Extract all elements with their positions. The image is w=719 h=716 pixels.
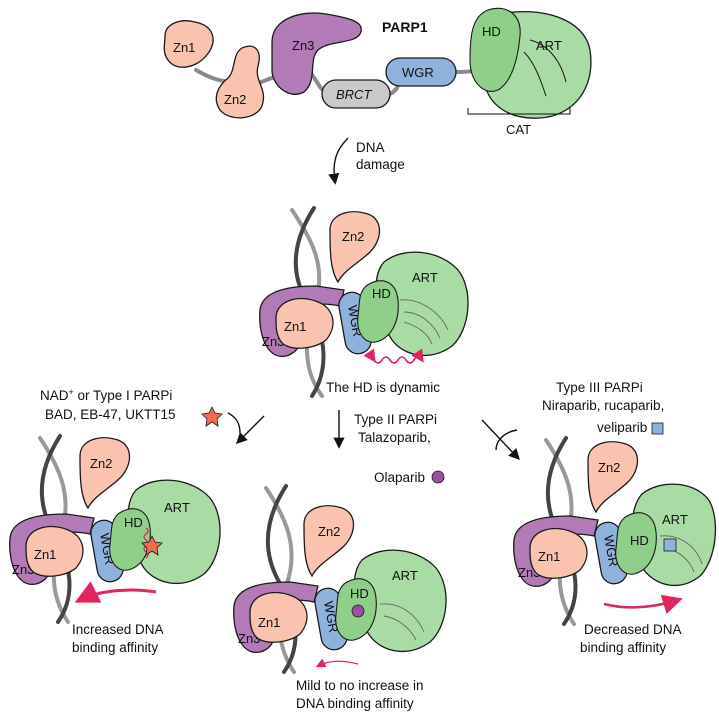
- right-branch-line1: Type III PARPi: [556, 380, 643, 395]
- zn3-domain: [271, 12, 362, 95]
- hd-label-left: HD: [124, 515, 143, 530]
- wgr-domain: [385, 57, 457, 87]
- zn1-label: Zn1: [173, 40, 195, 55]
- type3-square-icon: [651, 422, 664, 435]
- zn1-label-left: Zn1: [34, 547, 56, 562]
- hd-label-mid: HD: [372, 286, 391, 301]
- hd-dynamic-caption: The HD is dynamic: [326, 380, 440, 395]
- dna-damage-arrow: DNA damage: [328, 137, 405, 185]
- dna-damage-line1: DNA: [356, 140, 385, 155]
- type2-circle-in-pocket-icon: [351, 604, 365, 618]
- cat-label: CAT: [506, 122, 531, 137]
- left-branch-text: NAD+ or Type I PARPi BAD, EB-47, UKTT15: [40, 387, 223, 427]
- branch-arrows: [227, 410, 520, 461]
- type3-square-in-pocket-icon: [663, 538, 677, 552]
- brct-label: BRCT: [336, 87, 372, 102]
- zn1-label-mid: Zn1: [284, 319, 306, 334]
- middle-result-line2: DNA binding affinity: [296, 696, 414, 711]
- zn1-label-right: Zn1: [538, 549, 560, 564]
- zn2-label-left: Zn2: [90, 456, 112, 471]
- hd-label-middle: HD: [350, 586, 369, 601]
- middle-branch-line3: Olaparib: [374, 470, 425, 485]
- zn2-label: Zn2: [224, 92, 246, 107]
- left-branch-line2: BAD, EB-47, UKTT15: [45, 407, 176, 422]
- zn2-label-right: Zn2: [598, 460, 620, 475]
- right-result-line2: binding affinity: [580, 640, 666, 655]
- middle-result-line1: Mild to no increase in: [296, 678, 424, 693]
- middle-branch-text: Type II PARPi Talazoparib, Olaparib: [354, 412, 445, 485]
- left-branch-line1: NAD+ or Type I PARPi: [40, 387, 172, 403]
- zn2-label-mid: Zn2: [342, 229, 364, 244]
- cat-hd-domain: [469, 7, 521, 92]
- type1-star-icon: [201, 406, 223, 427]
- zn2-label-middle: Zn2: [318, 524, 340, 539]
- zn2-domain: [215, 45, 265, 119]
- middle-branch-line2: Talazoparib,: [358, 430, 431, 445]
- brct-domain: [321, 79, 391, 109]
- zn1-label-middle: Zn1: [258, 615, 280, 630]
- art-label-right: ART: [662, 512, 688, 527]
- right-outcome-structure: Zn3 Zn1 Zn2 WGR HD ART Decreased DNA bin…: [513, 436, 717, 655]
- zn3-label: Zn3: [292, 38, 314, 53]
- type2-circle-icon: [431, 470, 445, 484]
- wgr-label: WGR: [402, 65, 434, 80]
- art-label-mid: ART: [412, 270, 438, 285]
- left-outcome-structure: Zn3 Zn1 Zn2 WGR HD ART Increased DNA bin…: [9, 434, 221, 655]
- hd-label: HD: [482, 24, 501, 39]
- middle-outcome-structure: Zn3 Zn1 Zn2 WGR HD ART Mild to no increa…: [233, 484, 447, 711]
- right-branch-line3: veliparib: [597, 420, 647, 435]
- parp1-domain-architecture: Zn1 Zn2 Zn3 BRCT WGR HD ART CAT PARP1: [163, 7, 592, 137]
- right-branch-line2: Niraparib, rucaparib,: [542, 398, 664, 413]
- left-result-line2: binding affinity: [72, 640, 158, 655]
- art-label: ART: [536, 38, 562, 53]
- hd-label-right: HD: [630, 533, 649, 548]
- dna-damage-line2: damage: [356, 157, 405, 172]
- zn1-domain: [163, 20, 214, 68]
- art-label-left: ART: [164, 500, 190, 515]
- right-result-line1: Decreased DNA: [584, 622, 682, 637]
- parp1-title: PARP1: [382, 19, 428, 35]
- type1-star-in-pocket-icon: [141, 535, 163, 556]
- left-result-line1: Increased DNA: [72, 622, 164, 637]
- middle-branch-line1: Type II PARPi: [354, 412, 437, 427]
- art-label-middle: ART: [392, 568, 418, 583]
- dna-bound-parp1: Zn3 Zn1 Zn2 WGR HD ART The HD is dynamic: [259, 206, 469, 398]
- right-branch-text: Type III PARPi Niraparib, rucaparib, vel…: [542, 380, 664, 435]
